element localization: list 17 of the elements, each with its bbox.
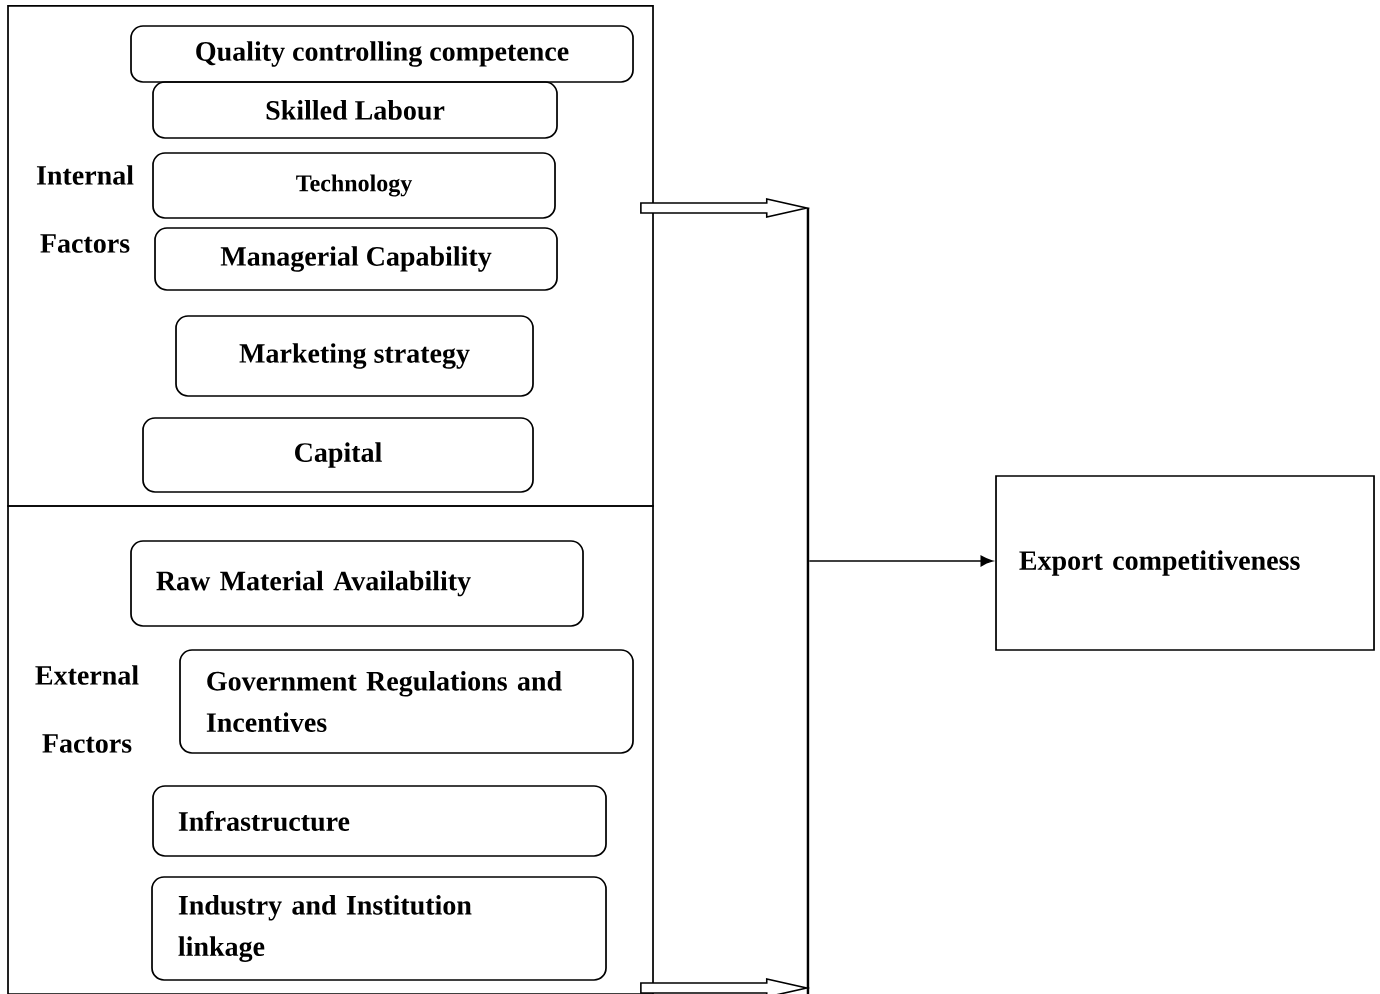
outcome-box: Export competitiveness (995, 475, 1375, 651)
block-arrow (640, 978, 811, 994)
block-arrow (640, 198, 811, 218)
factor-box: Marketing strategy (175, 315, 534, 397)
panel-label: External Factors (35, 665, 139, 753)
panel-label: Internal Factors (36, 165, 134, 253)
factor-box: Raw Material Availability (130, 540, 584, 627)
factor-box: Government Regulations and Incentives (179, 649, 634, 754)
factor-box: Quality controlling competence (130, 25, 634, 83)
factor-box: Technology (152, 152, 556, 219)
collector-bar (806, 207, 810, 994)
factor-box: Industry and Institution linkage (151, 876, 607, 981)
factor-box: Managerial Capability (154, 227, 558, 291)
factor-box: Skilled Labour (152, 81, 558, 139)
factor-box: Infrastructure (152, 785, 607, 857)
factor-box: Capital (142, 417, 534, 493)
arrow (808, 555, 993, 567)
